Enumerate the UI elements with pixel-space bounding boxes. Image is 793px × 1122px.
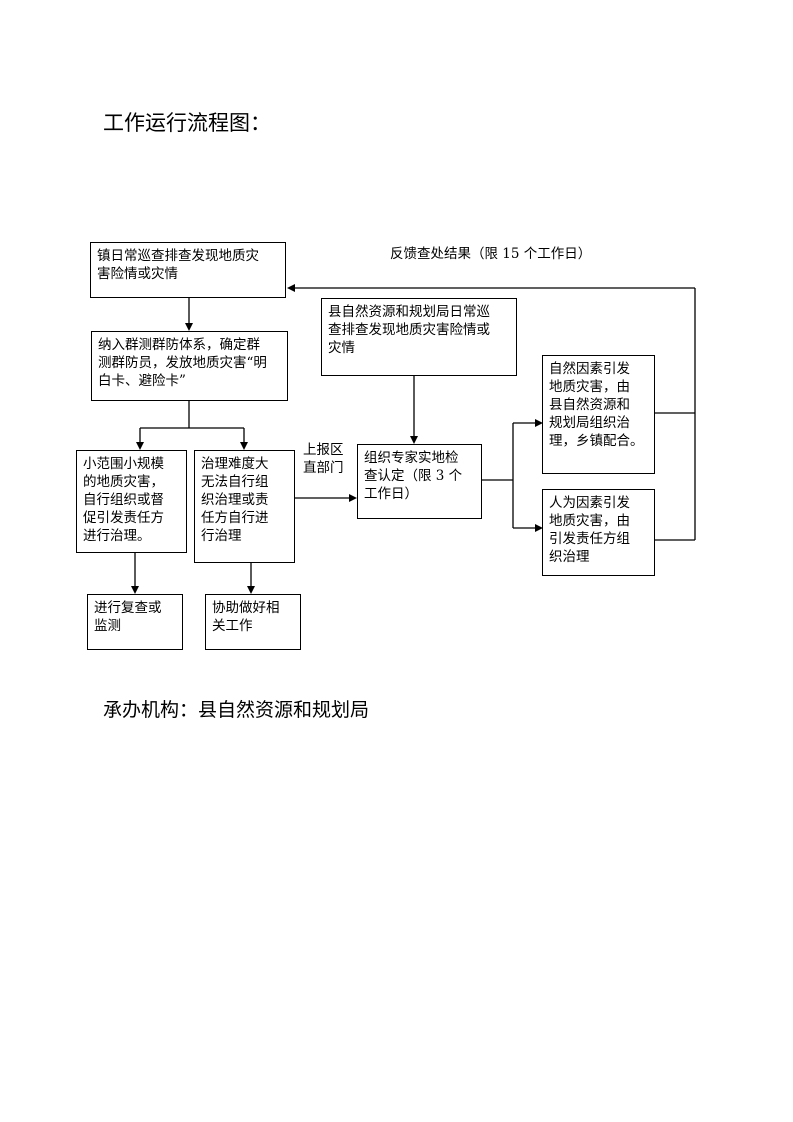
- report-label: 上报区 直部门: [303, 442, 344, 476]
- arrowhead: [185, 323, 193, 331]
- page-title: 工作运行流程图：: [103, 111, 271, 135]
- box-group-prevention: 纳入群测群防体系，确定群 测群防员，发放地质灾害“明 白卡、避险卡”: [91, 331, 288, 401]
- arrowhead: [287, 284, 295, 292]
- box-expert-check: 组织专家实地检 查认定（限 3 个 工作日）: [357, 444, 482, 519]
- arrowhead: [136, 442, 144, 450]
- feedback-label: 反馈查处结果（限 15 个工作日）: [390, 246, 592, 262]
- box-review-monitor: 进行复查或 监测: [87, 594, 183, 650]
- box-assist-work: 协助做好相 关工作: [205, 594, 301, 650]
- handling-agency: 承办机构：县自然资源和规划局: [103, 699, 370, 721]
- box-daily-patrol: 镇日常巡查排查发现地质灾 害险情或灾情: [90, 242, 286, 298]
- box-county-patrol: 县自然资源和规划局日常巡 查排查发现地质灾害险情或 灾情: [321, 298, 517, 376]
- arrowhead: [349, 494, 357, 502]
- arrowhead: [247, 586, 255, 594]
- arrowhead: [240, 442, 248, 450]
- arrowhead: [535, 419, 543, 427]
- box-small-disaster: 小范围小规模 的地质灾害， 自行组织或督 促引发责任方 进行治理。: [76, 450, 187, 553]
- box-difficult-treatment: 治理难度大 无法自行组 织治理或责 任方自行进 行治理: [194, 450, 295, 563]
- arrowhead: [131, 586, 139, 594]
- box-human-cause: 人为因素引发 地质灾害，由 引发责任方组 织治理: [542, 489, 655, 576]
- arrowhead: [410, 436, 418, 444]
- box-natural-cause: 自然因素引发 地质灾害，由 县自然资源和 规划局组织治 理，乡镇配合。: [542, 355, 655, 474]
- arrowhead: [535, 524, 543, 532]
